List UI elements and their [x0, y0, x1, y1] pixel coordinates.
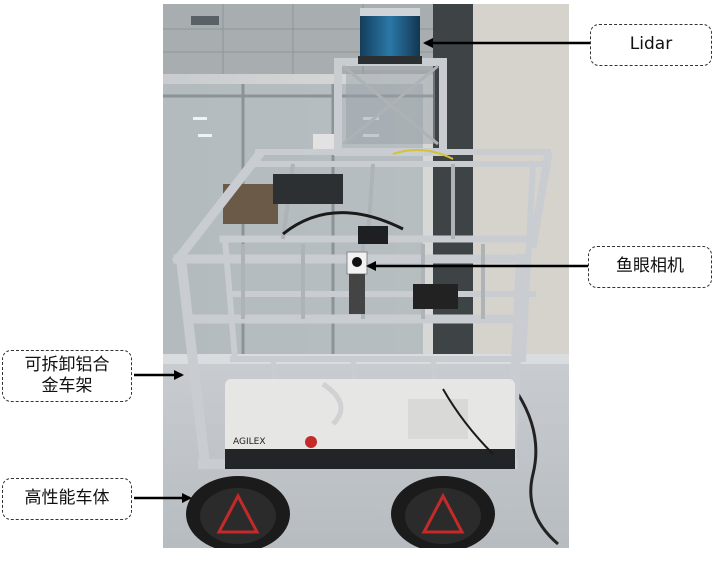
warning-triangle-icon: [421, 492, 465, 534]
lidar-sensor: [358, 8, 422, 64]
robot-photo: AGILEX: [163, 4, 569, 548]
warning-triangle-icon: [216, 492, 260, 534]
wheel-right: [391, 476, 495, 548]
electronics-box: [273, 174, 343, 204]
fisheye-camera-callout: 鱼眼相机: [588, 246, 712, 288]
frame-callout: 可拆卸铝合 金车架: [2, 350, 132, 402]
chassis-callout: 高性能车体: [2, 478, 132, 520]
wheel-left: [186, 476, 290, 548]
chassis-body: AGILEX: [225, 379, 515, 469]
frame-label-line1: 可拆卸铝合: [24, 354, 110, 375]
fisheye-camera: [346, 251, 368, 314]
fisheye-camera-label: 鱼眼相机: [616, 256, 684, 277]
chassis-label: 高性能车体: [24, 488, 110, 509]
lidar-callout: Lidar: [590, 24, 712, 66]
chassis-brand-label: AGILEX: [233, 437, 266, 447]
frame-label-line2: 金车架: [41, 376, 93, 396]
lidar-mount: [334, 58, 447, 156]
lidar-label: Lidar: [629, 34, 673, 55]
